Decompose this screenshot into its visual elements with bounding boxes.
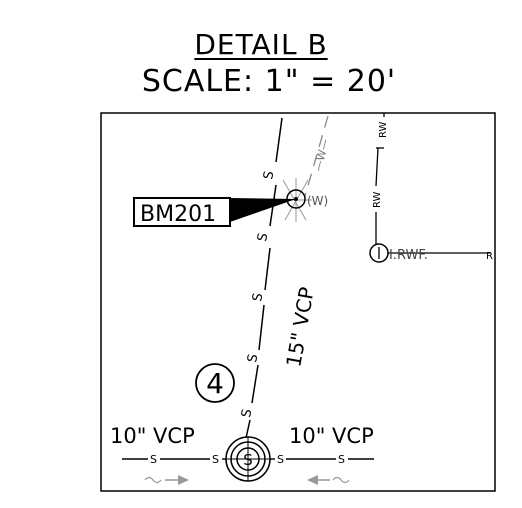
water-valve-label: (W) xyxy=(307,194,328,208)
water-line-mark: —W— xyxy=(311,138,332,173)
sewer-s-mark: S xyxy=(250,292,266,303)
sewer-s-mark: S xyxy=(261,170,277,181)
benchmark-leader-arrow xyxy=(230,198,296,222)
irwf-line-mark: R xyxy=(486,251,493,262)
rw-mark: RW xyxy=(372,191,383,208)
callout-marker-circle xyxy=(195,363,235,403)
right-pipe-label: 10" VCP xyxy=(289,424,374,448)
water-line xyxy=(304,115,329,197)
sewer-s-mark: S xyxy=(255,232,271,243)
detail-frame xyxy=(100,112,496,492)
sewer-main-line xyxy=(245,117,283,439)
irwf-label: I.RWF. xyxy=(389,248,428,263)
manhole-icon xyxy=(225,436,271,482)
flow-arrow-left-icon xyxy=(307,475,350,485)
irwf-fixture-icon xyxy=(369,243,490,263)
benchmark-label: BM201 xyxy=(140,202,216,227)
benchmark-box xyxy=(133,197,231,227)
sewer-s-mark: S xyxy=(212,453,219,466)
manhole-symbol: S xyxy=(243,451,253,469)
detail-title: DETAIL B xyxy=(194,28,328,61)
sewer-s-mark: S xyxy=(150,453,157,466)
sewer-s-mark: S xyxy=(338,453,345,466)
sewer-s-mark: S xyxy=(239,408,255,419)
scale-label: SCALE: 1" = 20' xyxy=(141,64,397,99)
reclaimed-water-line xyxy=(375,113,385,244)
main-pipe-label: 15" VCP xyxy=(281,285,319,369)
callout-marker-number: 4 xyxy=(206,367,224,400)
rw-mark: RW xyxy=(378,121,389,138)
flow-arrow-right-icon xyxy=(144,475,189,485)
sewer-s-mark: S xyxy=(245,353,261,364)
left-pipe-label: 10" VCP xyxy=(110,424,195,448)
sewer-s-mark: S xyxy=(277,453,284,466)
